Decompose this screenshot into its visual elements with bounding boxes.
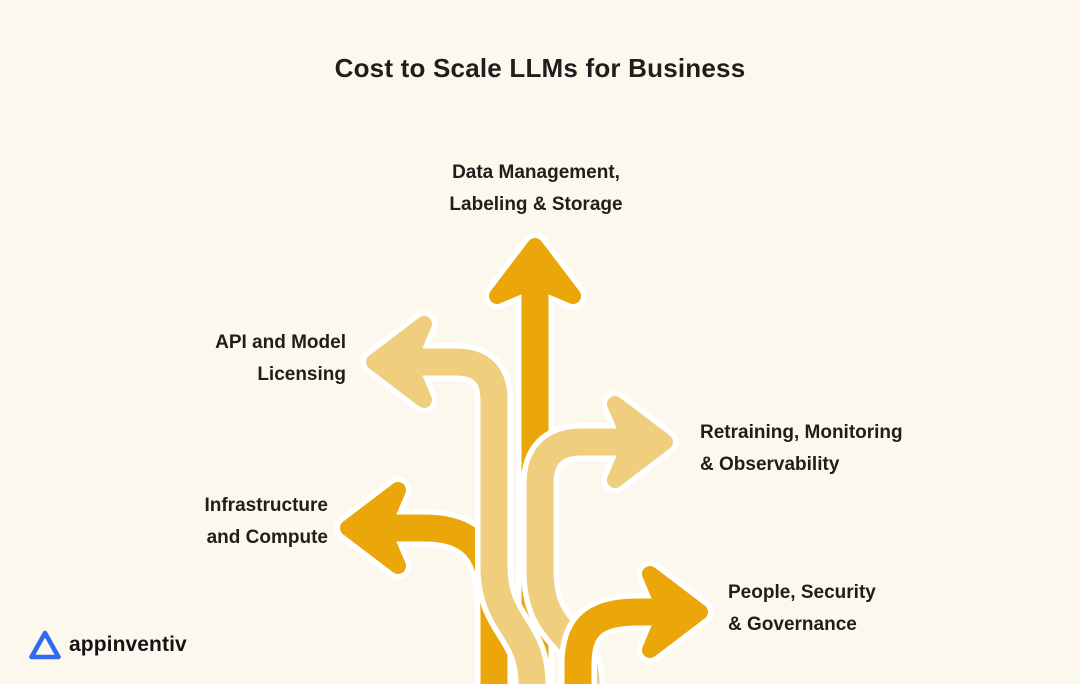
appinventiv-triangle-icon: [29, 630, 61, 660]
arrow-right-icon: [650, 574, 700, 650]
label-people-security: People, Security & Governance: [728, 577, 978, 641]
arrow-up-icon: [497, 246, 573, 296]
arrow-left-icon: [374, 324, 424, 400]
label-line: Infrastructure: [204, 495, 328, 516]
logo-text: appinventiv: [69, 633, 187, 656]
label-retraining: Retraining, Monitoring & Observability: [700, 417, 980, 481]
arrow-left-icon: [348, 490, 398, 566]
label-line: People, Security: [728, 582, 876, 603]
label-line: & Observability: [700, 454, 840, 475]
label-line: & Governance: [728, 614, 857, 635]
label-line: API and Model: [215, 332, 346, 353]
arrow-right-icon: [615, 404, 665, 480]
label-infrastructure: Infrastructure and Compute: [78, 490, 328, 554]
road-api-licensing-shaft: [406, 348, 546, 684]
label-line: and Compute: [206, 527, 328, 548]
road-people-security-shaft: [564, 598, 668, 684]
page-title: Cost to Scale LLMs for Business: [334, 53, 746, 83]
label-api-licensing: API and Model Licensing: [96, 327, 346, 391]
label-data-management: Data Management, Labeling & Storage: [386, 157, 686, 221]
road-people-security: [559, 574, 700, 684]
road-api-licensing: [374, 324, 551, 684]
label-line: Data Management,: [452, 162, 620, 183]
label-line: Retraining, Monitoring: [700, 422, 903, 443]
road-infrastructure: [348, 490, 513, 684]
appinventiv-logo: appinventiv: [28, 629, 187, 661]
label-line: Licensing: [257, 364, 346, 385]
label-line: Labeling & Storage: [449, 194, 623, 215]
